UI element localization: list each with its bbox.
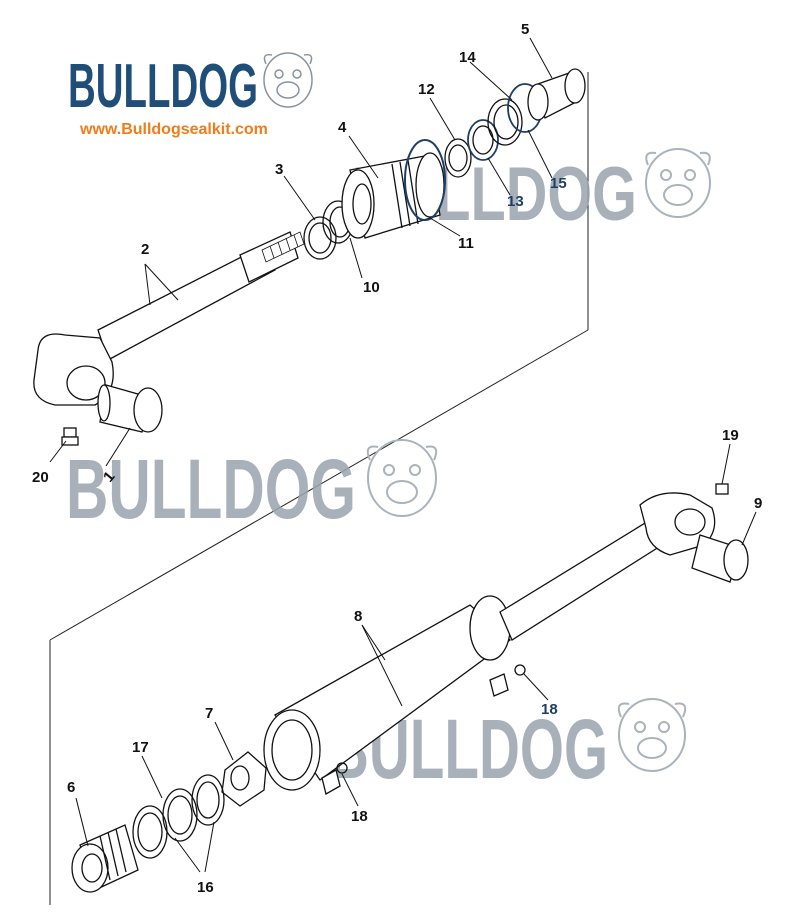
callouts: 2 1 20 3 4 5 14 12 10 11 13 15 8 19 9 7 …	[32, 21, 762, 896]
piston-rod-assembly	[33, 68, 586, 446]
callout-16: 16	[197, 879, 214, 896]
ring-part-3	[303, 216, 337, 260]
brand-website: www.Bulldogsealkit.com	[79, 121, 268, 138]
seal-part-11	[404, 139, 446, 221]
callout-6: 6	[67, 779, 75, 796]
ring-part-13	[467, 119, 499, 161]
callout-4: 4	[338, 119, 347, 136]
bulldog-mascot-icon	[617, 698, 687, 772]
callout-11: 11	[458, 235, 474, 252]
callout-18-upper: 18	[541, 701, 558, 718]
callout-2: 2	[141, 241, 149, 258]
callout-20: 20	[32, 469, 49, 486]
gland-part-5	[527, 68, 586, 121]
callout-19: 19	[722, 427, 739, 444]
grease-nipple-part-19	[715, 483, 729, 495]
bulldog-mascot-icon	[263, 52, 313, 108]
watermark-middle: BULLDOG	[66, 439, 438, 536]
callout-9: 9	[754, 495, 762, 512]
ring-part-16b	[132, 805, 168, 859]
callout-18-lower: 18	[351, 808, 368, 825]
callout-17: 17	[132, 739, 149, 756]
piston-part-6	[71, 824, 139, 893]
callout-15: 15	[550, 175, 567, 192]
leader-lines	[49, 37, 757, 873]
callout-8: 8	[354, 608, 362, 625]
grease-nipple-part-20	[61, 427, 79, 446]
callout-13: 13	[507, 193, 524, 210]
callout-10: 10	[363, 279, 380, 296]
diagram-frame	[49, 72, 589, 905]
callout-3: 3	[275, 161, 283, 178]
callout-7: 7	[205, 705, 213, 722]
bulldog-mascot-icon	[366, 439, 438, 517]
nut-part-7	[221, 751, 267, 807]
bushing-part-1	[97, 384, 163, 433]
callout-14: 14	[459, 49, 476, 66]
clip-part-18b	[336, 762, 348, 774]
callout-5: 5	[521, 21, 529, 38]
bushing-part-9	[691, 534, 749, 583]
ring-part-12	[444, 138, 472, 178]
clip-part-18a	[514, 664, 526, 676]
ring-part-16a	[191, 774, 225, 826]
cylinder-tube-assembly	[71, 483, 749, 893]
callout-12: 12	[418, 81, 435, 98]
brand-logo: BULLDOG www.Bulldogsealkit.com	[68, 52, 313, 138]
watermark-text: BULLDOG	[66, 442, 356, 536]
bulldog-mascot-icon	[645, 148, 711, 218]
brand-name: BULLDOG	[68, 52, 258, 121]
ring-part-14	[487, 98, 523, 146]
